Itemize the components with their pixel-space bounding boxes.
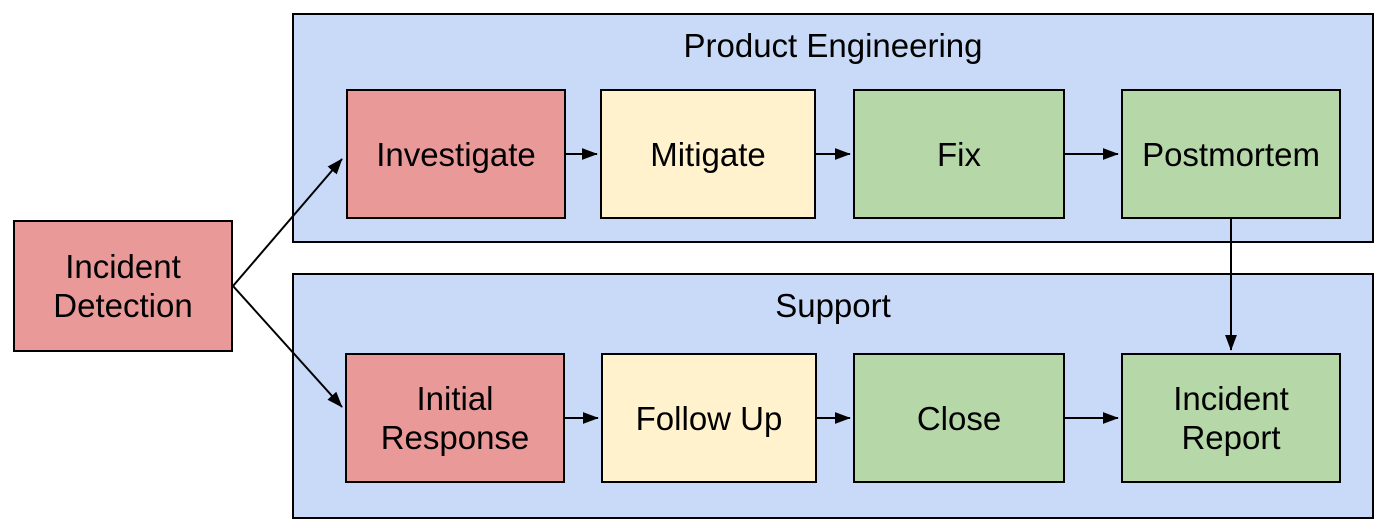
- node-label-initial-response: Initial Response: [380, 380, 530, 456]
- node-label-postmortem: Postmortem: [1142, 135, 1320, 173]
- lane-title-support: Support: [775, 287, 891, 324]
- node-label-close: Close: [916, 399, 1002, 437]
- node-incident-detection: Incident Detection: [13, 220, 233, 352]
- node-investigate: Investigate: [346, 89, 566, 219]
- node-label-follow-up: Follow Up: [635, 399, 783, 437]
- lane-title-product-engineering: Product Engineering: [683, 27, 983, 64]
- node-label-incident-report: Incident Report: [1173, 380, 1289, 456]
- node-label-investigate: Investigate: [376, 135, 536, 173]
- node-close: Close: [853, 353, 1065, 483]
- node-initial-response: Initial Response: [345, 353, 565, 483]
- node-label-fix: Fix: [937, 135, 981, 173]
- node-label-incident-detection: Incident Detection: [53, 248, 193, 324]
- node-label-mitigate: Mitigate: [650, 135, 766, 173]
- node-follow-up: Follow Up: [601, 353, 817, 483]
- node-incident-report: Incident Report: [1121, 353, 1341, 483]
- node-postmortem: Postmortem: [1121, 89, 1341, 219]
- node-fix: Fix: [853, 89, 1065, 219]
- node-mitigate: Mitigate: [600, 89, 816, 219]
